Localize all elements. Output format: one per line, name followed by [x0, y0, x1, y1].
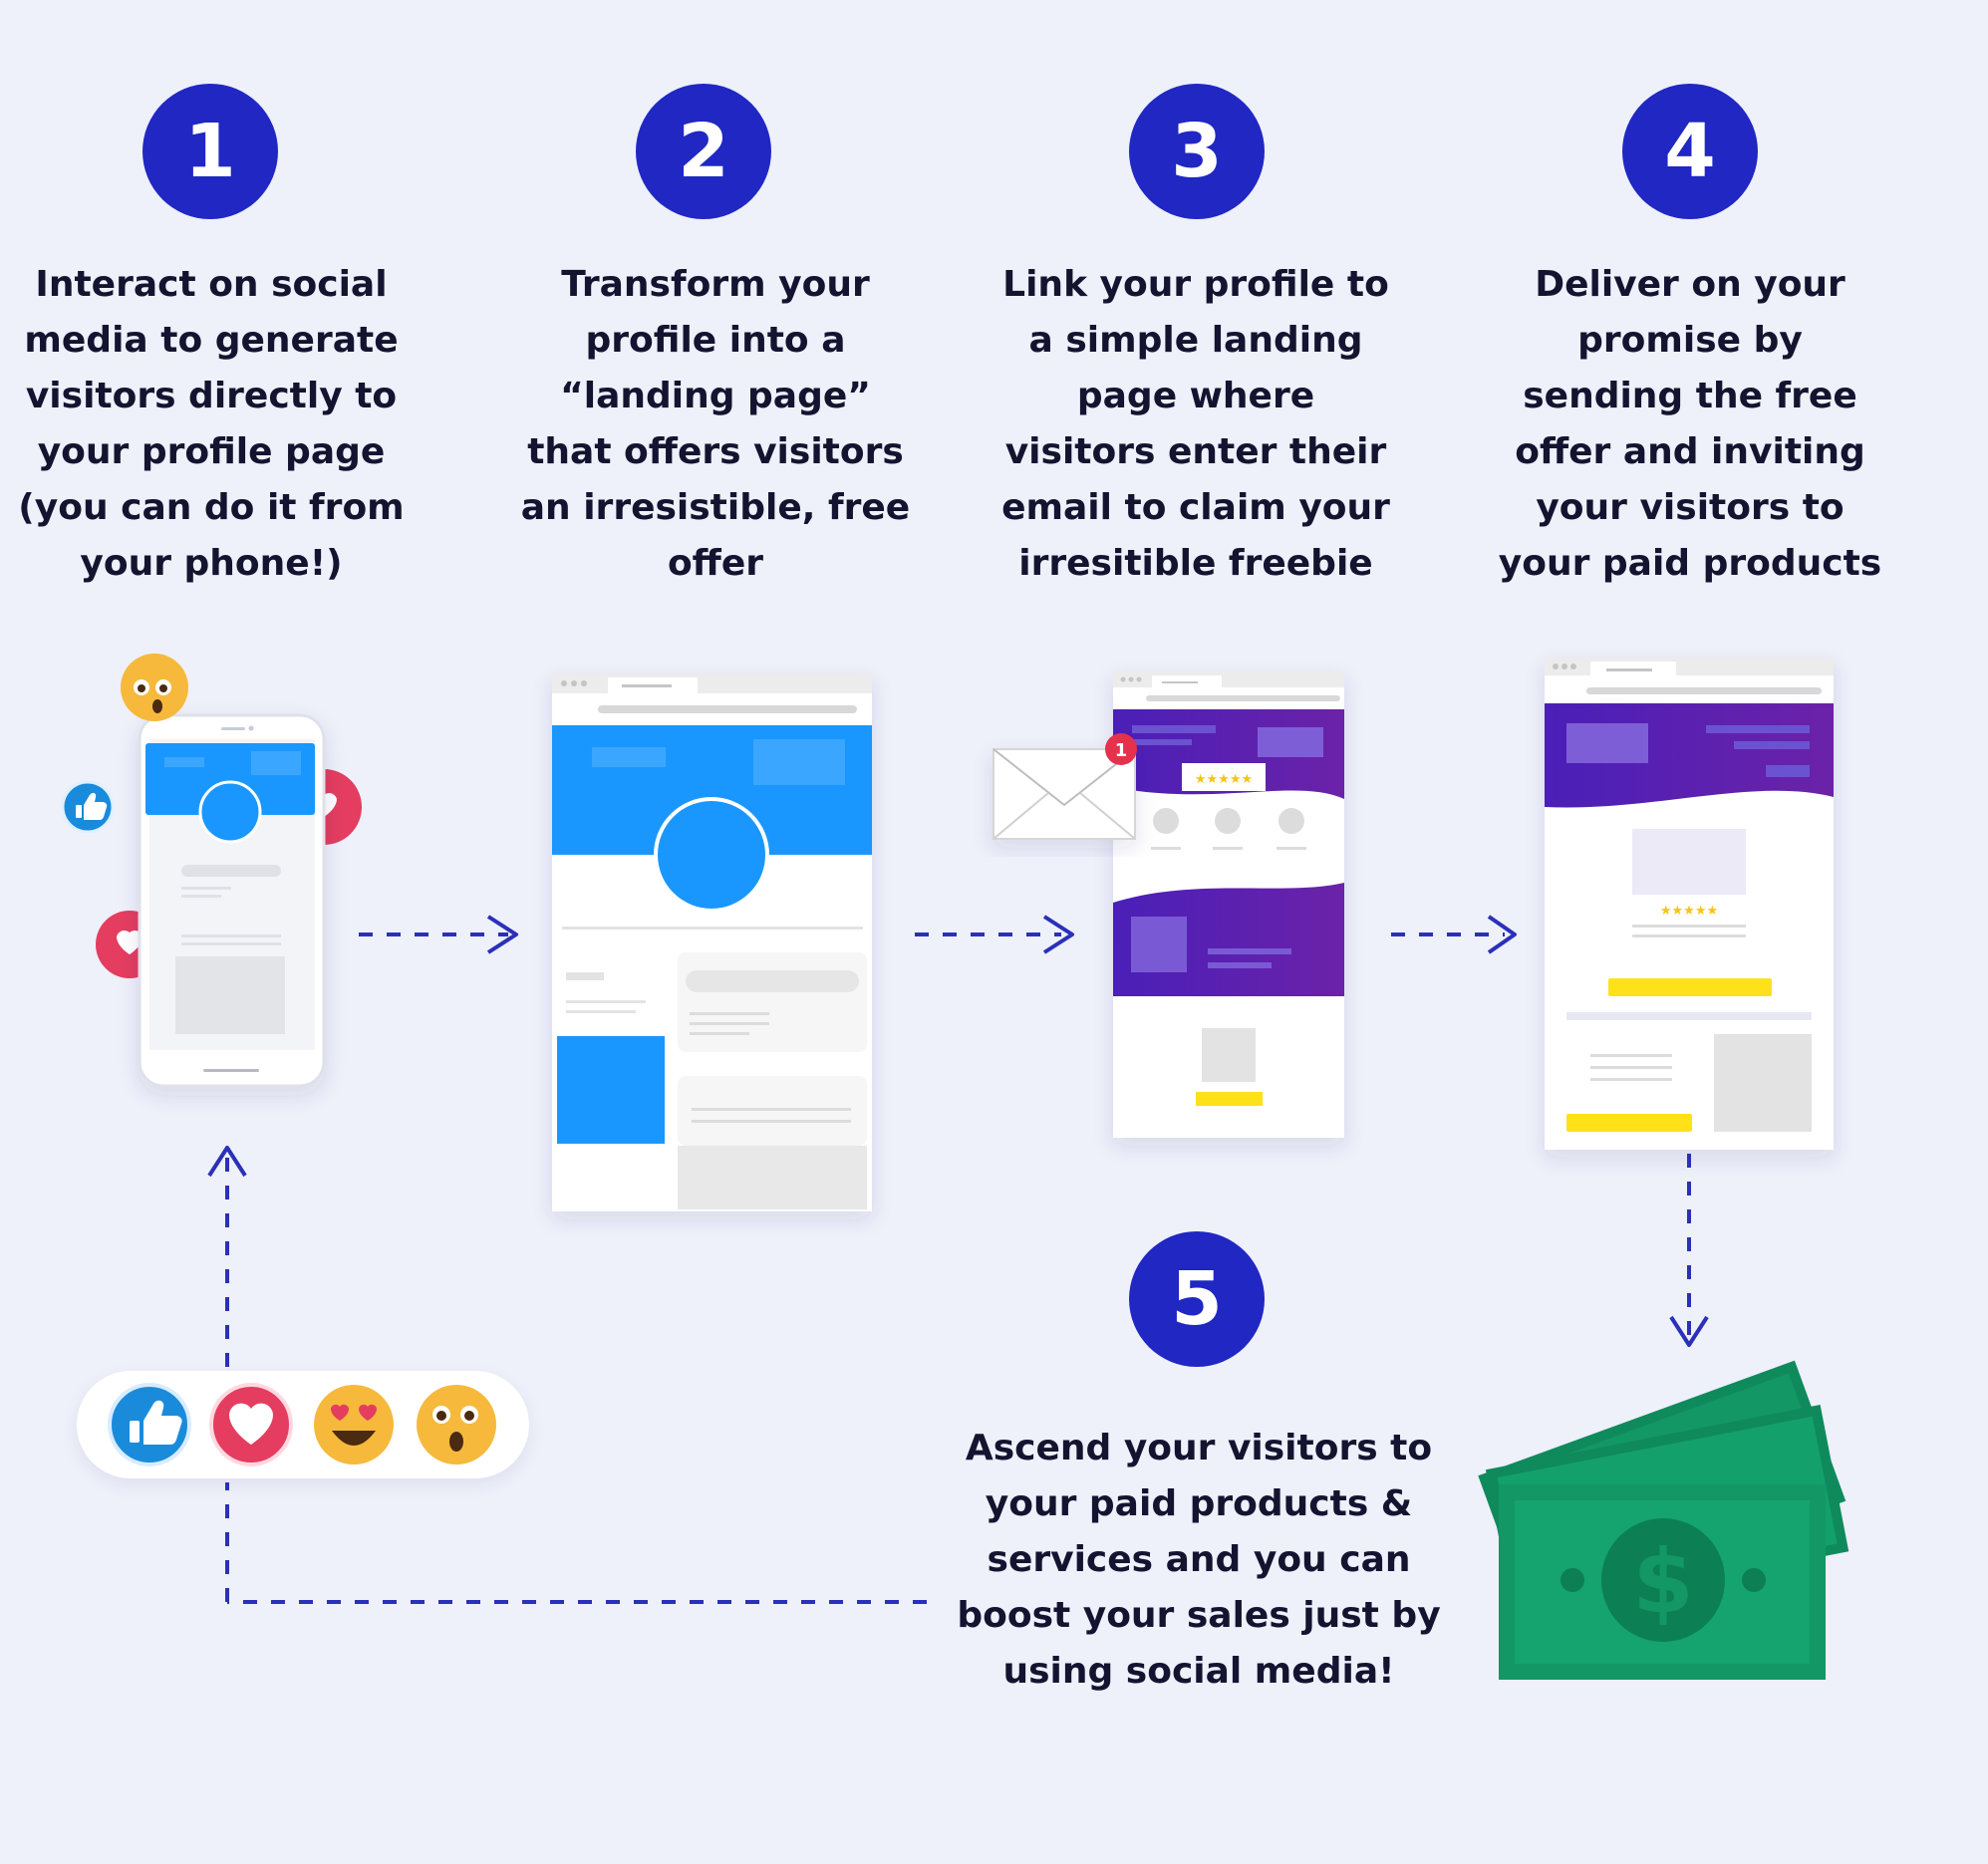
arrow-step4-to-money [1669, 1154, 1709, 1347]
arrow-step1-to-step2 [359, 915, 518, 954]
offer-page-mockup: ★★★★★ [1545, 658, 1834, 1150]
rating-stars: ★★★★★ [1660, 904, 1718, 919]
step-4-text: Deliver on your promise by sending the f… [1498, 264, 1882, 584]
email-landing-page-mockup: ★★★★★ 1 [993, 671, 1344, 1138]
dollar-sign: $ [1632, 1530, 1693, 1633]
step-3-text: Link your profile to a simple landing pa… [1001, 264, 1390, 584]
arrow-step2-to-step3 [915, 915, 1074, 954]
thumbs-up-icon [108, 1383, 191, 1466]
step-5-text: Ascend your visitors to your paid produc… [957, 1428, 1441, 1692]
step-2-text: Transform your profile into a “landing p… [520, 264, 911, 584]
step-5-badge: 5 [1129, 1231, 1265, 1367]
step-2-badge: 2 [636, 84, 771, 219]
step-3-badge: 3 [1129, 84, 1265, 219]
notification-count: 1 [1115, 740, 1128, 761]
notification-badge: 1 [1105, 733, 1137, 765]
rating-stars: ★★★★★ [1195, 772, 1253, 787]
profile-page-mockup [552, 673, 872, 1211]
arrow-step3-to-step4 [1391, 915, 1517, 954]
heart-icon [209, 1383, 293, 1466]
step-1-badge: 1 [142, 84, 278, 219]
envelope-icon [993, 748, 1136, 840]
wow-emoji-icon [417, 1385, 496, 1465]
step-4-badge: 4 [1622, 84, 1758, 219]
step-1-text: Interact on social media to generate vis… [18, 264, 405, 584]
wow-emoji-icon [121, 654, 188, 721]
money-stack-icon: $ [1478, 1360, 1849, 1680]
smartphone-illustration [61, 654, 362, 1088]
heart-eyes-emoji-icon [314, 1385, 394, 1465]
arrow-loop-back-to-step1 [207, 1146, 927, 1604]
thumbs-up-icon [61, 780, 115, 834]
